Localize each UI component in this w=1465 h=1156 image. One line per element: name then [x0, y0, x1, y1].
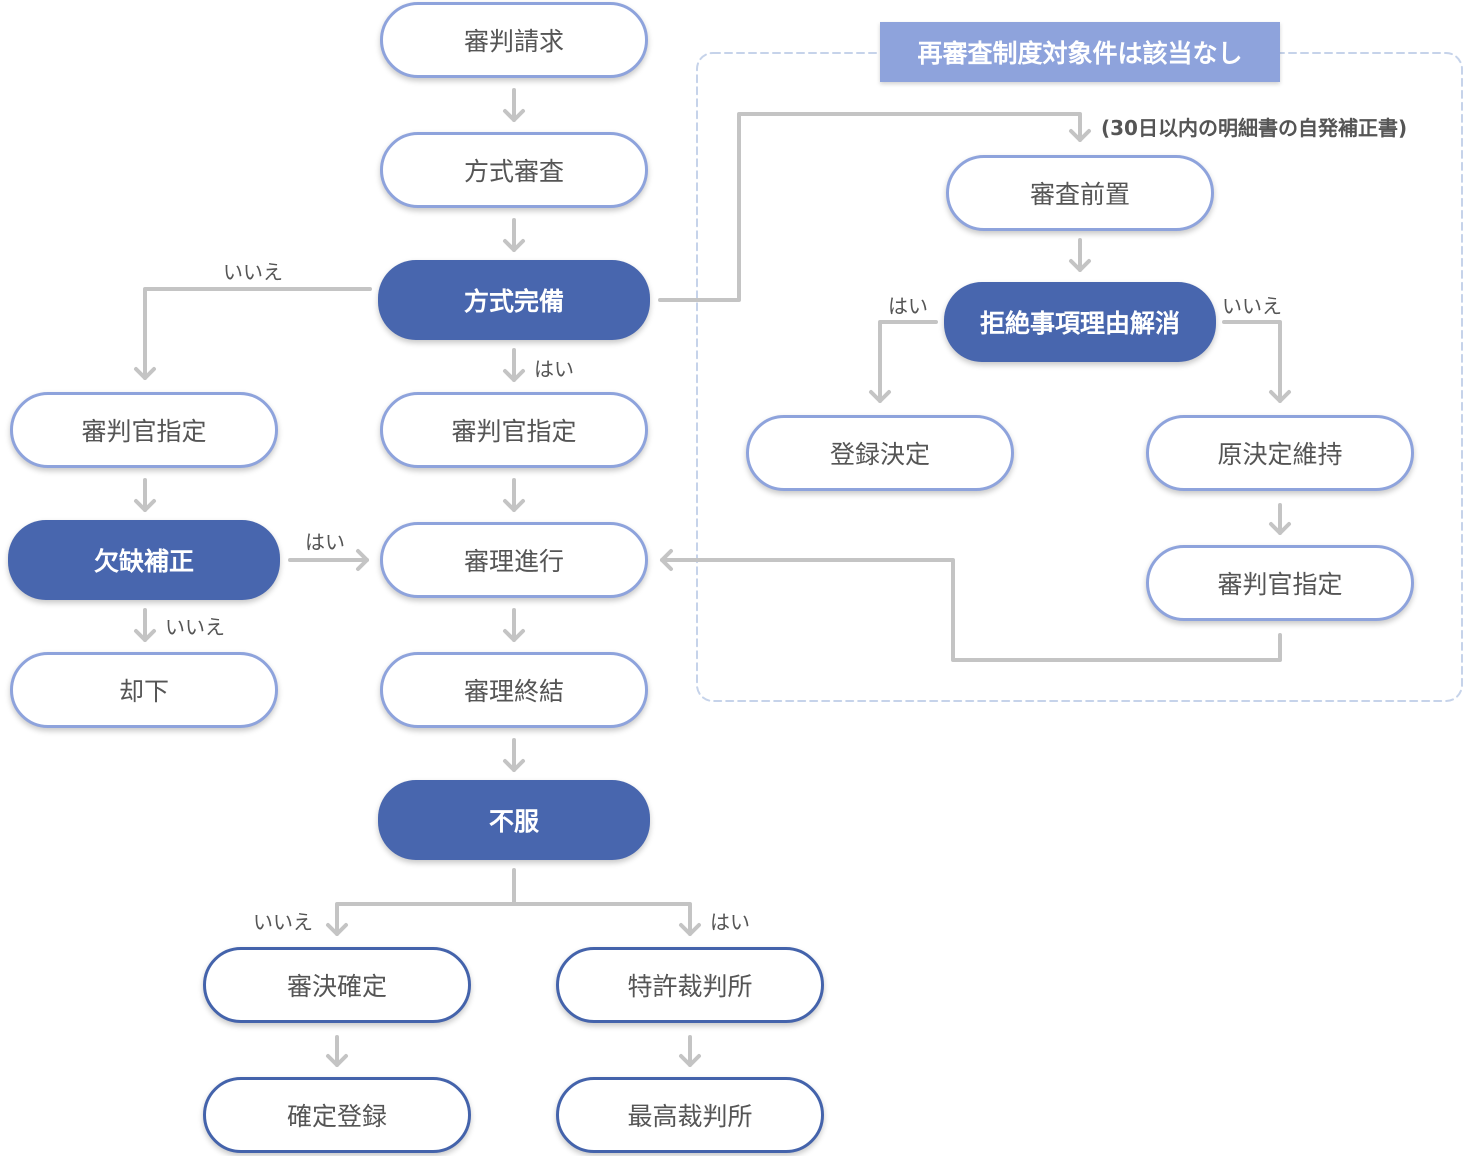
arrow-defect-yes-to-proceeding: [288, 549, 369, 571]
arrow-request-to-formality-exam: [503, 88, 525, 122]
arrow-pre-exam-to-resolved: [1069, 238, 1091, 272]
label-yes-formality: はい: [534, 357, 574, 381]
arrow-complete-yes-to-examiner: [503, 348, 525, 382]
arrow-left-examiner-to-defect: [134, 478, 156, 512]
arrow-final-to-registration: [326, 1035, 348, 1067]
node-defect-correction: 欠缺補正: [8, 520, 280, 600]
node-trial-proceeding: 審理進行: [380, 522, 648, 598]
node-dismissal: 却下: [10, 652, 278, 728]
node-examiner-left: 審判官指定: [10, 392, 278, 468]
arrow-resolved-yes-to-registration: [869, 320, 938, 403]
label-no-resolved: いいえ: [1222, 294, 1282, 318]
arrow-right-examiner-to-proceeding: [660, 549, 1282, 662]
arrow-complete-to-pre-exam: [658, 112, 1091, 302]
label-no-defect: いいえ: [165, 615, 225, 639]
label-yes-resolved: はい: [888, 294, 928, 318]
node-trial-conclusion: 審理終結: [380, 652, 648, 728]
arrow-formality-exam-to-complete: [503, 218, 525, 252]
label-yes-appeal: はい: [710, 910, 750, 934]
node-registration-decision: 登録決定: [746, 415, 1014, 491]
node-supreme-court: 最高裁判所: [556, 1077, 824, 1153]
arrow-ip-court-to-supreme: [679, 1035, 701, 1067]
node-decision-final: 審決確定: [203, 947, 471, 1023]
reexam-note: (30日以内の明細書の自発補正書): [1101, 116, 1408, 140]
node-dissatisfaction: 不服: [378, 780, 650, 860]
node-pre-exam: 審査前置: [946, 155, 1214, 231]
arrow-conclusion-to-dissatisfaction: [503, 738, 525, 772]
node-ip-high-court: 特許裁判所: [556, 947, 824, 1023]
arrow-proceeding-to-conclusion: [503, 608, 525, 642]
arrow-complete-no-to-left-examiner: [134, 287, 372, 380]
node-request: 審判請求: [380, 2, 648, 78]
node-formality-complete: 方式完備: [378, 260, 650, 340]
node-examiner-center: 審判官指定: [380, 392, 648, 468]
reexam-banner: 再審査制度対象件は該当なし: [880, 22, 1280, 82]
node-formality-exam: 方式審査: [380, 132, 648, 208]
node-maintain-original: 原決定維持: [1146, 415, 1414, 491]
label-no-formality: いいえ: [223, 260, 283, 284]
node-final-registration: 確定登録: [203, 1077, 471, 1153]
label-yes-defect: はい: [305, 530, 345, 554]
node-rejection-resolved: 拒絶事項理由解消: [944, 282, 1216, 362]
arrow-resolved-no-to-maintain: [1222, 320, 1291, 403]
node-examiner-right: 審判官指定: [1146, 545, 1414, 621]
arrow-maintain-to-right-examiner: [1269, 503, 1291, 535]
label-no-appeal: いいえ: [253, 910, 313, 934]
arrow-dissatisfaction-split: [326, 868, 701, 936]
arrow-defect-no-to-dismissal: [134, 608, 156, 642]
arrow-examiner-to-proceeding: [503, 478, 525, 512]
